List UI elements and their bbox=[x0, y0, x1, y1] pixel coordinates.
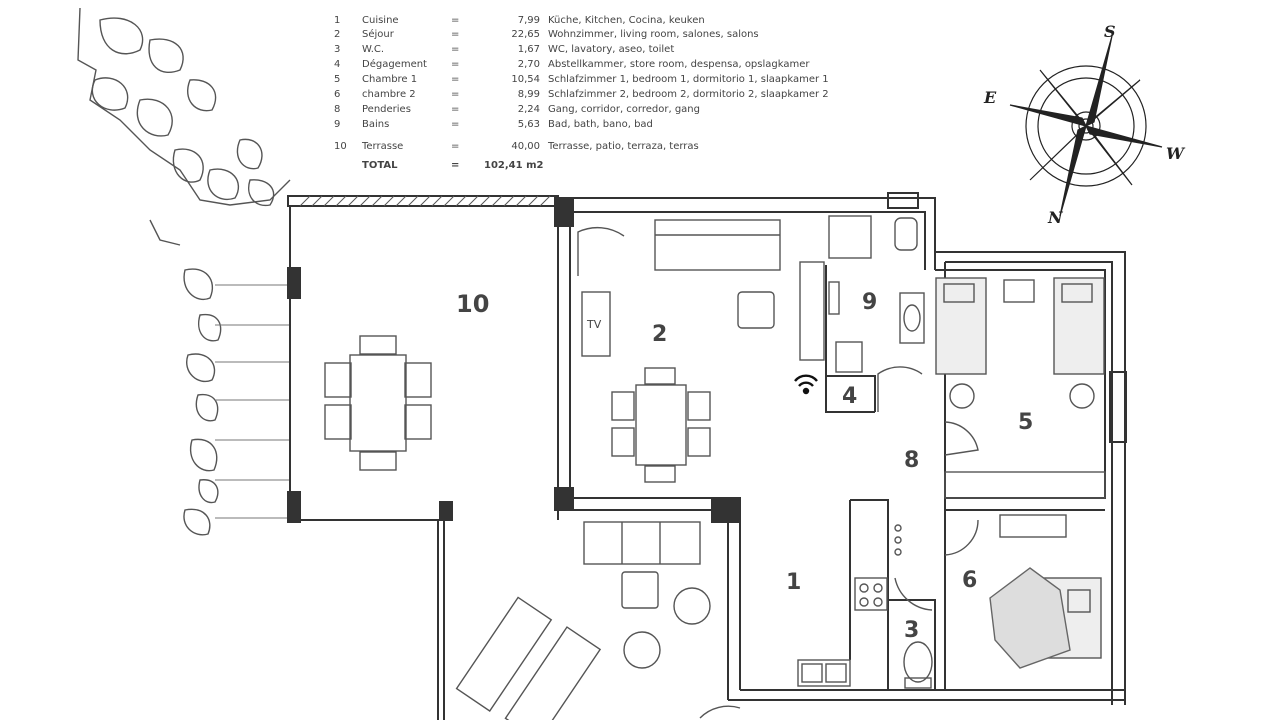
terrace-slats bbox=[215, 284, 290, 519]
legend-num: 6 bbox=[334, 89, 341, 100]
terrace-outline bbox=[287, 195, 559, 720]
wifi-icon bbox=[794, 374, 818, 395]
legend-translations: WC, lavatory, aseo, toilet bbox=[548, 44, 675, 55]
legend-num: 8 bbox=[334, 104, 341, 115]
living-furniture bbox=[455, 219, 825, 720]
legend-translations: Schlafzimmer 1, bedroom 1, dormitorio 1,… bbox=[548, 74, 829, 85]
legend-num: 4 bbox=[334, 59, 341, 70]
legend-room: chambre 2 bbox=[362, 89, 416, 100]
legend-room: Terrasse bbox=[362, 141, 404, 152]
room-label-living: 2 bbox=[652, 322, 668, 347]
compass-north-label: N bbox=[1048, 208, 1063, 227]
room-label-storeroom: 4 bbox=[842, 384, 858, 409]
legend-equals: = bbox=[451, 160, 460, 171]
legend-equals: = bbox=[451, 15, 460, 26]
legend-equals: = bbox=[451, 59, 460, 70]
legend-equals: = bbox=[451, 44, 460, 55]
bath-fixtures bbox=[828, 215, 933, 689]
legend-num: 10 bbox=[334, 141, 347, 152]
legend-equals: = bbox=[451, 89, 460, 100]
room-label-corridor: 8 bbox=[904, 448, 920, 473]
legend-area: 8,99 bbox=[517, 89, 540, 100]
legend-equals: = bbox=[451, 74, 460, 85]
bedroom2-furniture bbox=[989, 514, 1102, 669]
legend-room: Chambre 1 bbox=[362, 74, 418, 85]
room-label-bath: 9 bbox=[862, 290, 878, 315]
legend-num: 2 bbox=[334, 29, 341, 40]
doors bbox=[577, 226, 979, 719]
room-label-terrace: 10 bbox=[456, 290, 490, 318]
compass-west-label: W bbox=[1166, 144, 1184, 163]
legend-num: 1 bbox=[334, 15, 341, 26]
legend-equals: = bbox=[451, 104, 460, 115]
legend-num: 9 bbox=[334, 119, 341, 130]
legend-translations: Gang, corridor, corredor, gang bbox=[548, 104, 700, 115]
bedroom1-furniture bbox=[935, 277, 1106, 499]
kitchen-fixtures bbox=[797, 524, 902, 687]
legend-translations: Bad, bath, bano, bad bbox=[548, 119, 653, 130]
legend-num: 5 bbox=[334, 74, 341, 85]
legend-equals: = bbox=[451, 141, 460, 152]
legend-area: 2,24 bbox=[517, 104, 540, 115]
legend-room: Dégagement bbox=[362, 59, 427, 70]
legend-area: 2,70 bbox=[517, 59, 540, 70]
legend-equals: = bbox=[451, 119, 460, 130]
tv-label: TV bbox=[587, 318, 602, 331]
legend-equals: = bbox=[451, 29, 460, 40]
compass-rose-icon bbox=[1009, 35, 1163, 217]
legend-total-label: TOTAL bbox=[362, 160, 398, 171]
legend-total-area: 102,41 m2 bbox=[484, 160, 544, 171]
compass-south-label: S bbox=[1104, 22, 1116, 41]
legend-translations: Wohnzimmer, living room, salones, salons bbox=[548, 29, 759, 40]
legend-translations: Küche, Kitchen, Cocina, keuken bbox=[548, 15, 705, 26]
compass-east-label: E bbox=[984, 88, 997, 107]
legend-room: W.C. bbox=[362, 44, 385, 55]
legend-area: 5,63 bbox=[517, 119, 540, 130]
legend-area: 10,54 bbox=[511, 74, 540, 85]
legend-room: Séjour bbox=[362, 29, 394, 40]
legend-area: 40,00 bbox=[511, 141, 540, 152]
legend-translations: Abstellkammer, store room, despensa, ops… bbox=[548, 59, 810, 70]
room-label-kitchen: 1 bbox=[786, 570, 802, 595]
legend-area: 1,67 bbox=[517, 44, 540, 55]
stone-garden bbox=[77, 7, 291, 536]
room-label-wc: 3 bbox=[904, 618, 920, 643]
room-label-bedroom2: 6 bbox=[962, 568, 978, 593]
legend-num: 3 bbox=[334, 44, 341, 55]
legend-translations: Terrasse, patio, terraza, terras bbox=[548, 141, 699, 152]
room-label-bedroom1: 5 bbox=[1018, 410, 1034, 435]
legend-area: 22,65 bbox=[511, 29, 540, 40]
legend-translations: Schlafzimmer 2, bedroom 2, dormitorio 2,… bbox=[548, 89, 829, 100]
legend-room: Penderies bbox=[362, 104, 411, 115]
legend-area: 7,99 bbox=[517, 15, 540, 26]
legend-room: Bains bbox=[362, 119, 390, 130]
terrace-dining bbox=[324, 335, 432, 471]
legend-room: Cuisine bbox=[362, 15, 399, 26]
